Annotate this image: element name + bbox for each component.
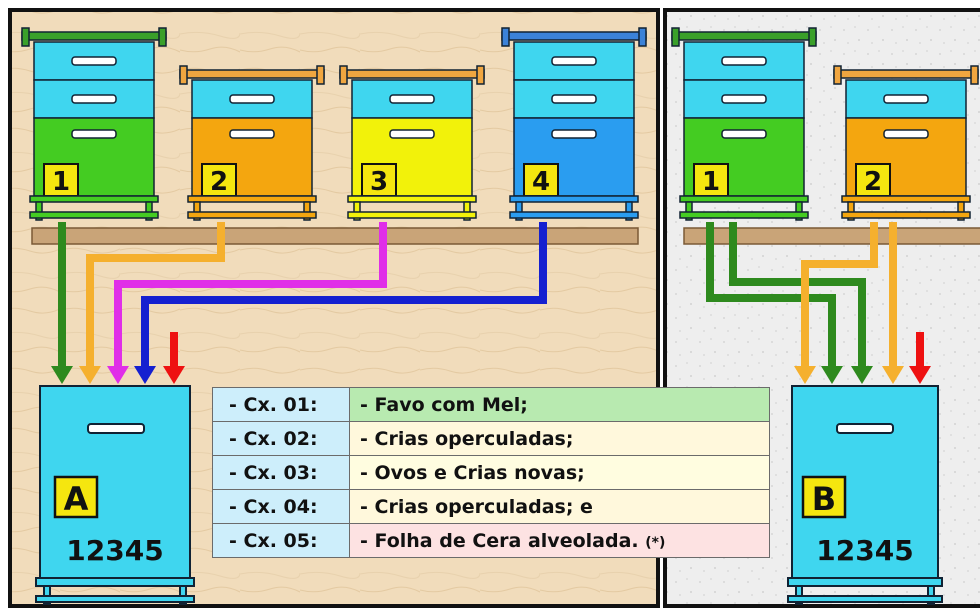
legend-box-label: - Cx. 02:: [212, 421, 350, 456]
left-box-2: 2: [179, 65, 325, 221]
hive-b-code: 12345: [816, 534, 913, 567]
legend-content: - Ovos e Crias novas;: [349, 455, 770, 490]
legend-note: (*): [645, 534, 666, 551]
shelf-right: [683, 227, 980, 245]
legend-row: - Cx. 04: - Crias operculadas; e: [212, 489, 770, 524]
arrow-box1-to-b-a: [706, 222, 836, 372]
shelf-left: [31, 227, 639, 245]
legend-table: - Cx. 01: - Favo com Mel; - Cx. 02: - Cr…: [212, 387, 770, 558]
hive-a-code: 12345: [66, 534, 163, 567]
left-box-3: 3: [339, 65, 485, 221]
legend-row: - Cx. 05: - Folha de Cera alveolada. (*): [212, 523, 770, 558]
hive-b-letter: B: [812, 480, 836, 518]
legend-row: - Cx. 03: - Ovos e Crias novas;: [212, 455, 770, 490]
left-box-number: 4: [532, 167, 550, 197]
hive-a: A 12345: [35, 385, 195, 605]
legend-box-label: - Cx. 05:: [212, 523, 350, 558]
legend-box-label: - Cx. 04:: [212, 489, 350, 524]
legend-row: - Cx. 01: - Favo com Mel;: [212, 387, 770, 422]
left-box-1: 1: [21, 27, 167, 221]
top-boxes-left: 1 2 3 4: [21, 27, 647, 221]
right-box-2: 2: [833, 65, 979, 221]
left-box-number: 2: [210, 167, 228, 197]
hive-b: B 12345: [787, 385, 943, 605]
arrowheads-left: [51, 366, 185, 384]
arrow-box2-to-b-a: [801, 222, 878, 372]
left-box-number: 1: [52, 167, 70, 197]
legend-box-label: - Cx. 01:: [212, 387, 350, 422]
hive-a-letter-badge: [53, 475, 99, 519]
legend-content: - Crias operculadas; e: [349, 489, 770, 524]
legend-content: - Favo com Mel;: [349, 387, 770, 422]
legend-content: - Folha de Cera alveolada.: [360, 529, 639, 552]
right-box-number: 2: [864, 167, 882, 197]
arrow-box2-to-a: [86, 222, 225, 372]
arrow-box3-to-a: [114, 222, 387, 372]
legend-content: - Crias operculadas;: [349, 421, 770, 456]
arrow-box1-to-b-b: [729, 222, 866, 372]
arrow-box4-to-a: [141, 222, 547, 372]
connectors-right: [706, 222, 924, 372]
arrowheads-right: [794, 366, 931, 384]
right-box-1: 1: [671, 27, 817, 221]
hive-a-letter: A: [64, 480, 89, 518]
hive-b-letter-badge: [801, 475, 847, 519]
legend-content-with-note: - Folha de Cera alveolada. (*): [349, 523, 770, 558]
left-box-4: 4: [501, 27, 647, 221]
legend-box-label: - Cx. 03:: [212, 455, 350, 490]
connectors-left: [58, 222, 547, 372]
left-box-number: 3: [370, 167, 388, 197]
legend-row: - Cx. 02: - Crias operculadas;: [212, 421, 770, 456]
right-box-number: 1: [702, 167, 720, 197]
